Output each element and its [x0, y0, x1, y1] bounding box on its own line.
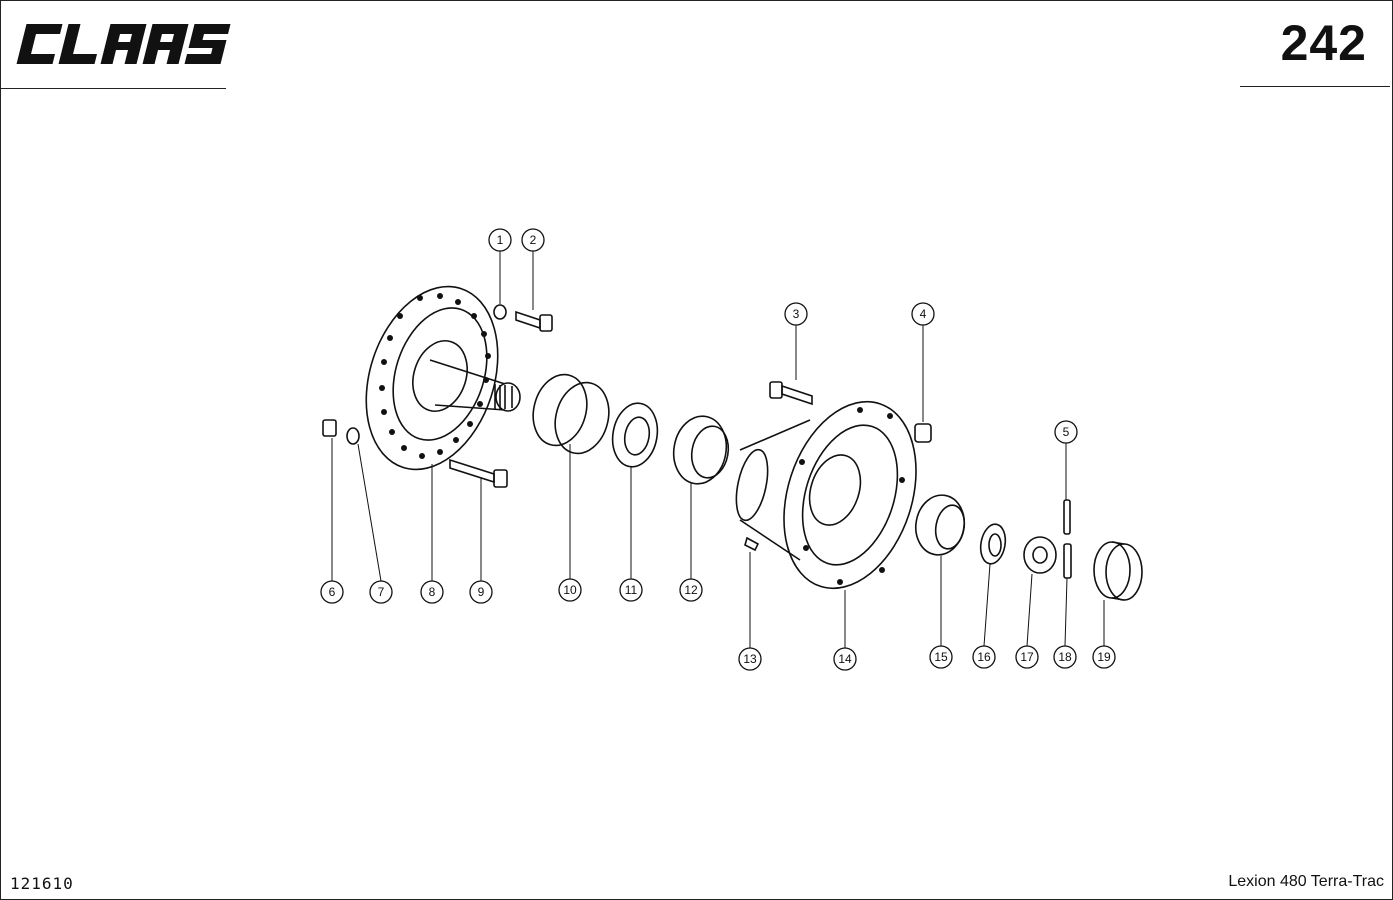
- header-rule-right: [1240, 86, 1390, 87]
- callout-5: 5: [1054, 420, 1078, 444]
- svg-text:14: 14: [838, 652, 852, 666]
- callout-4: 4: [911, 302, 935, 326]
- part-16-washer: [979, 523, 1007, 565]
- document-id: 121610: [10, 874, 74, 893]
- svg-text:3: 3: [793, 307, 800, 321]
- part-8-flange-spindle: [365, 285, 521, 471]
- part-19-hub-cap: [1093, 541, 1143, 601]
- callout-14: 14: [833, 647, 857, 671]
- callout-12: 12: [679, 578, 703, 602]
- part-9-long-bolt: [449, 458, 508, 488]
- callout-17: 17: [1015, 645, 1039, 669]
- part-5-pin: [1063, 499, 1071, 535]
- svg-text:19: 19: [1097, 650, 1111, 664]
- svg-text:12: 12: [684, 583, 698, 597]
- part-7-washer: [346, 427, 360, 445]
- svg-text:10: 10: [563, 583, 577, 597]
- part-18-pin: [1063, 543, 1072, 579]
- callout-11: 11: [619, 578, 643, 602]
- part-10-rings: [532, 373, 610, 455]
- callout-7: 7: [369, 580, 393, 604]
- svg-text:6: 6: [329, 585, 336, 599]
- header-rule-left: [0, 88, 226, 89]
- part-2-bolt: [515, 310, 553, 332]
- machine-model: Lexion 480 Terra-Trac: [1228, 873, 1384, 890]
- svg-text:2: 2: [530, 233, 537, 247]
- svg-text:1: 1: [497, 233, 504, 247]
- callout-19: 19: [1092, 645, 1116, 669]
- svg-text:9: 9: [478, 585, 485, 599]
- svg-text:17: 17: [1020, 650, 1034, 664]
- svg-text:15: 15: [934, 650, 948, 664]
- svg-text:11: 11: [625, 583, 638, 597]
- svg-text:8: 8: [429, 585, 436, 599]
- callout-16: 16: [972, 645, 996, 669]
- callout-1: 1: [488, 228, 512, 252]
- svg-text:16: 16: [977, 650, 991, 664]
- part-1-washer: [493, 304, 507, 320]
- callout-6: 6: [320, 580, 344, 604]
- callout-2: 2: [521, 228, 545, 252]
- claas-logo: [16, 24, 231, 64]
- callout-8: 8: [420, 580, 444, 604]
- svg-text:7: 7: [378, 585, 385, 599]
- leader-lines: [331, 251, 1105, 648]
- callout-10: 10: [558, 578, 582, 602]
- svg-text:5: 5: [1063, 425, 1070, 439]
- callout-13: 13: [738, 647, 762, 671]
- part-6-nut: [322, 419, 337, 437]
- svg-text:13: 13: [743, 652, 757, 666]
- callout-9: 9: [469, 580, 493, 604]
- part-12-bearing: [672, 415, 730, 485]
- svg-text:18: 18: [1058, 650, 1072, 664]
- part-14-hub: [735, 400, 917, 590]
- part-17-castle-nut: [1023, 536, 1057, 574]
- part-11-seal: [611, 402, 659, 468]
- part-15-bearing: [914, 494, 966, 556]
- callout-15: 15: [929, 645, 953, 669]
- svg-text:4: 4: [920, 307, 927, 321]
- part-3-bolt: [769, 381, 813, 406]
- part-4-nut: [914, 423, 932, 443]
- callout-18: 18: [1053, 645, 1077, 669]
- page-number: 242: [1280, 15, 1367, 71]
- callout-3: 3: [784, 302, 808, 326]
- part-13-grease-nipple: [744, 536, 760, 552]
- callouts: 1 2 3 4 5 6 7 8 9 10 11 12 13 14 15 16 1…: [320, 228, 1116, 671]
